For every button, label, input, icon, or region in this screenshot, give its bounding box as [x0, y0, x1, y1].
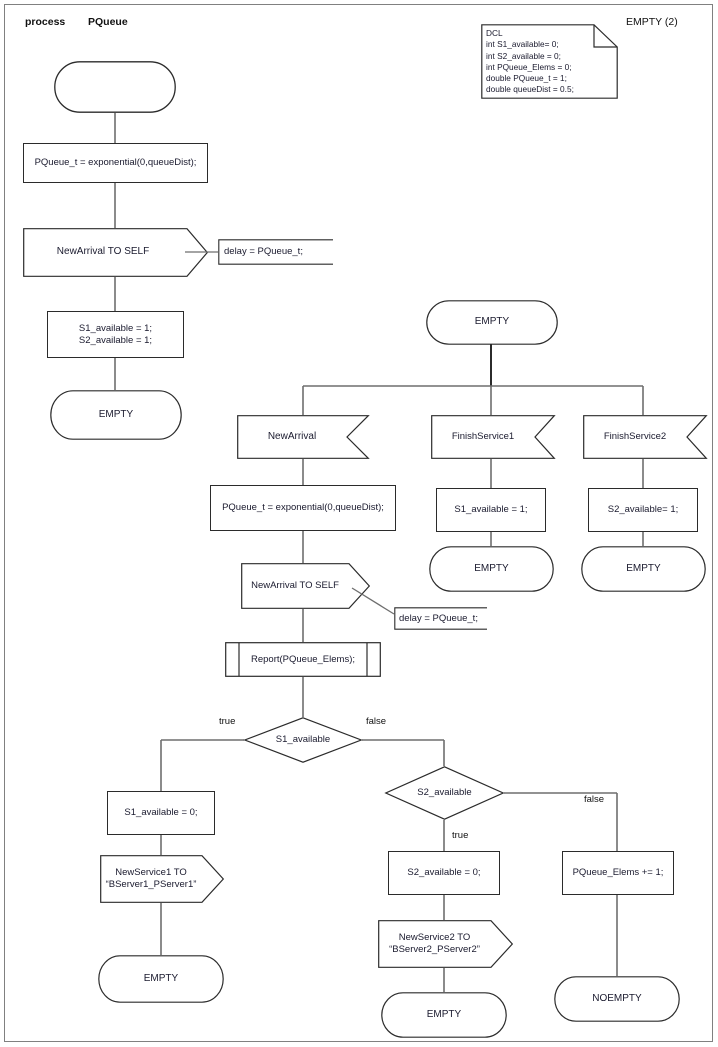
- edge-label-s1-false: false: [366, 716, 387, 727]
- input-finishservice2: [583, 415, 708, 459]
- state-empty-fs1: [429, 546, 554, 592]
- input-newarrival: [237, 415, 370, 459]
- edge-label-s2-false: false: [584, 794, 605, 805]
- state-empty-top: [426, 300, 558, 345]
- dcl-note: DCL int S1_available= 0; int S2_availabl…: [481, 24, 618, 99]
- comment-delay-1: [218, 239, 334, 265]
- task-set-available: [47, 311, 184, 358]
- state-empty-s2: [381, 992, 507, 1038]
- process-keyword: process: [25, 16, 66, 28]
- task-elems-increment: [562, 851, 674, 895]
- task-s2-one: [588, 488, 698, 532]
- output-newservice2: [378, 920, 514, 968]
- state-empty-fs2: [581, 546, 706, 592]
- edge-label-s1-true: true: [219, 716, 236, 727]
- task-init-pqueue-t: [23, 143, 208, 183]
- output-newservice1: [100, 855, 225, 903]
- comment-delay-2: [394, 607, 488, 630]
- task-pqueue-t-again: [210, 485, 396, 531]
- edge-label-s2-true: true: [452, 830, 469, 841]
- state-noempty: [554, 976, 680, 1022]
- input-finishservice1: [431, 415, 556, 459]
- task-s1-zero: [107, 791, 215, 835]
- state-empty-s1: [98, 955, 224, 1003]
- output-newarrival-to-self-2: [241, 563, 371, 609]
- page-reference-label: EMPTY (2): [626, 16, 678, 28]
- dcl-note-text: DCL int S1_available= 0; int S2_availabl…: [486, 28, 574, 95]
- state-empty-left: [50, 390, 182, 440]
- task-s2-zero: [388, 851, 500, 895]
- decision-s1-available: [243, 717, 363, 763]
- procedure-report: [225, 642, 381, 677]
- decision-s2-available: [384, 766, 505, 820]
- start-symbol: [54, 61, 176, 113]
- page-border: [4, 4, 713, 1042]
- output-newarrival-to-self-1: [23, 228, 209, 277]
- process-name: PQueue: [88, 16, 128, 28]
- task-s1-one: [436, 488, 546, 532]
